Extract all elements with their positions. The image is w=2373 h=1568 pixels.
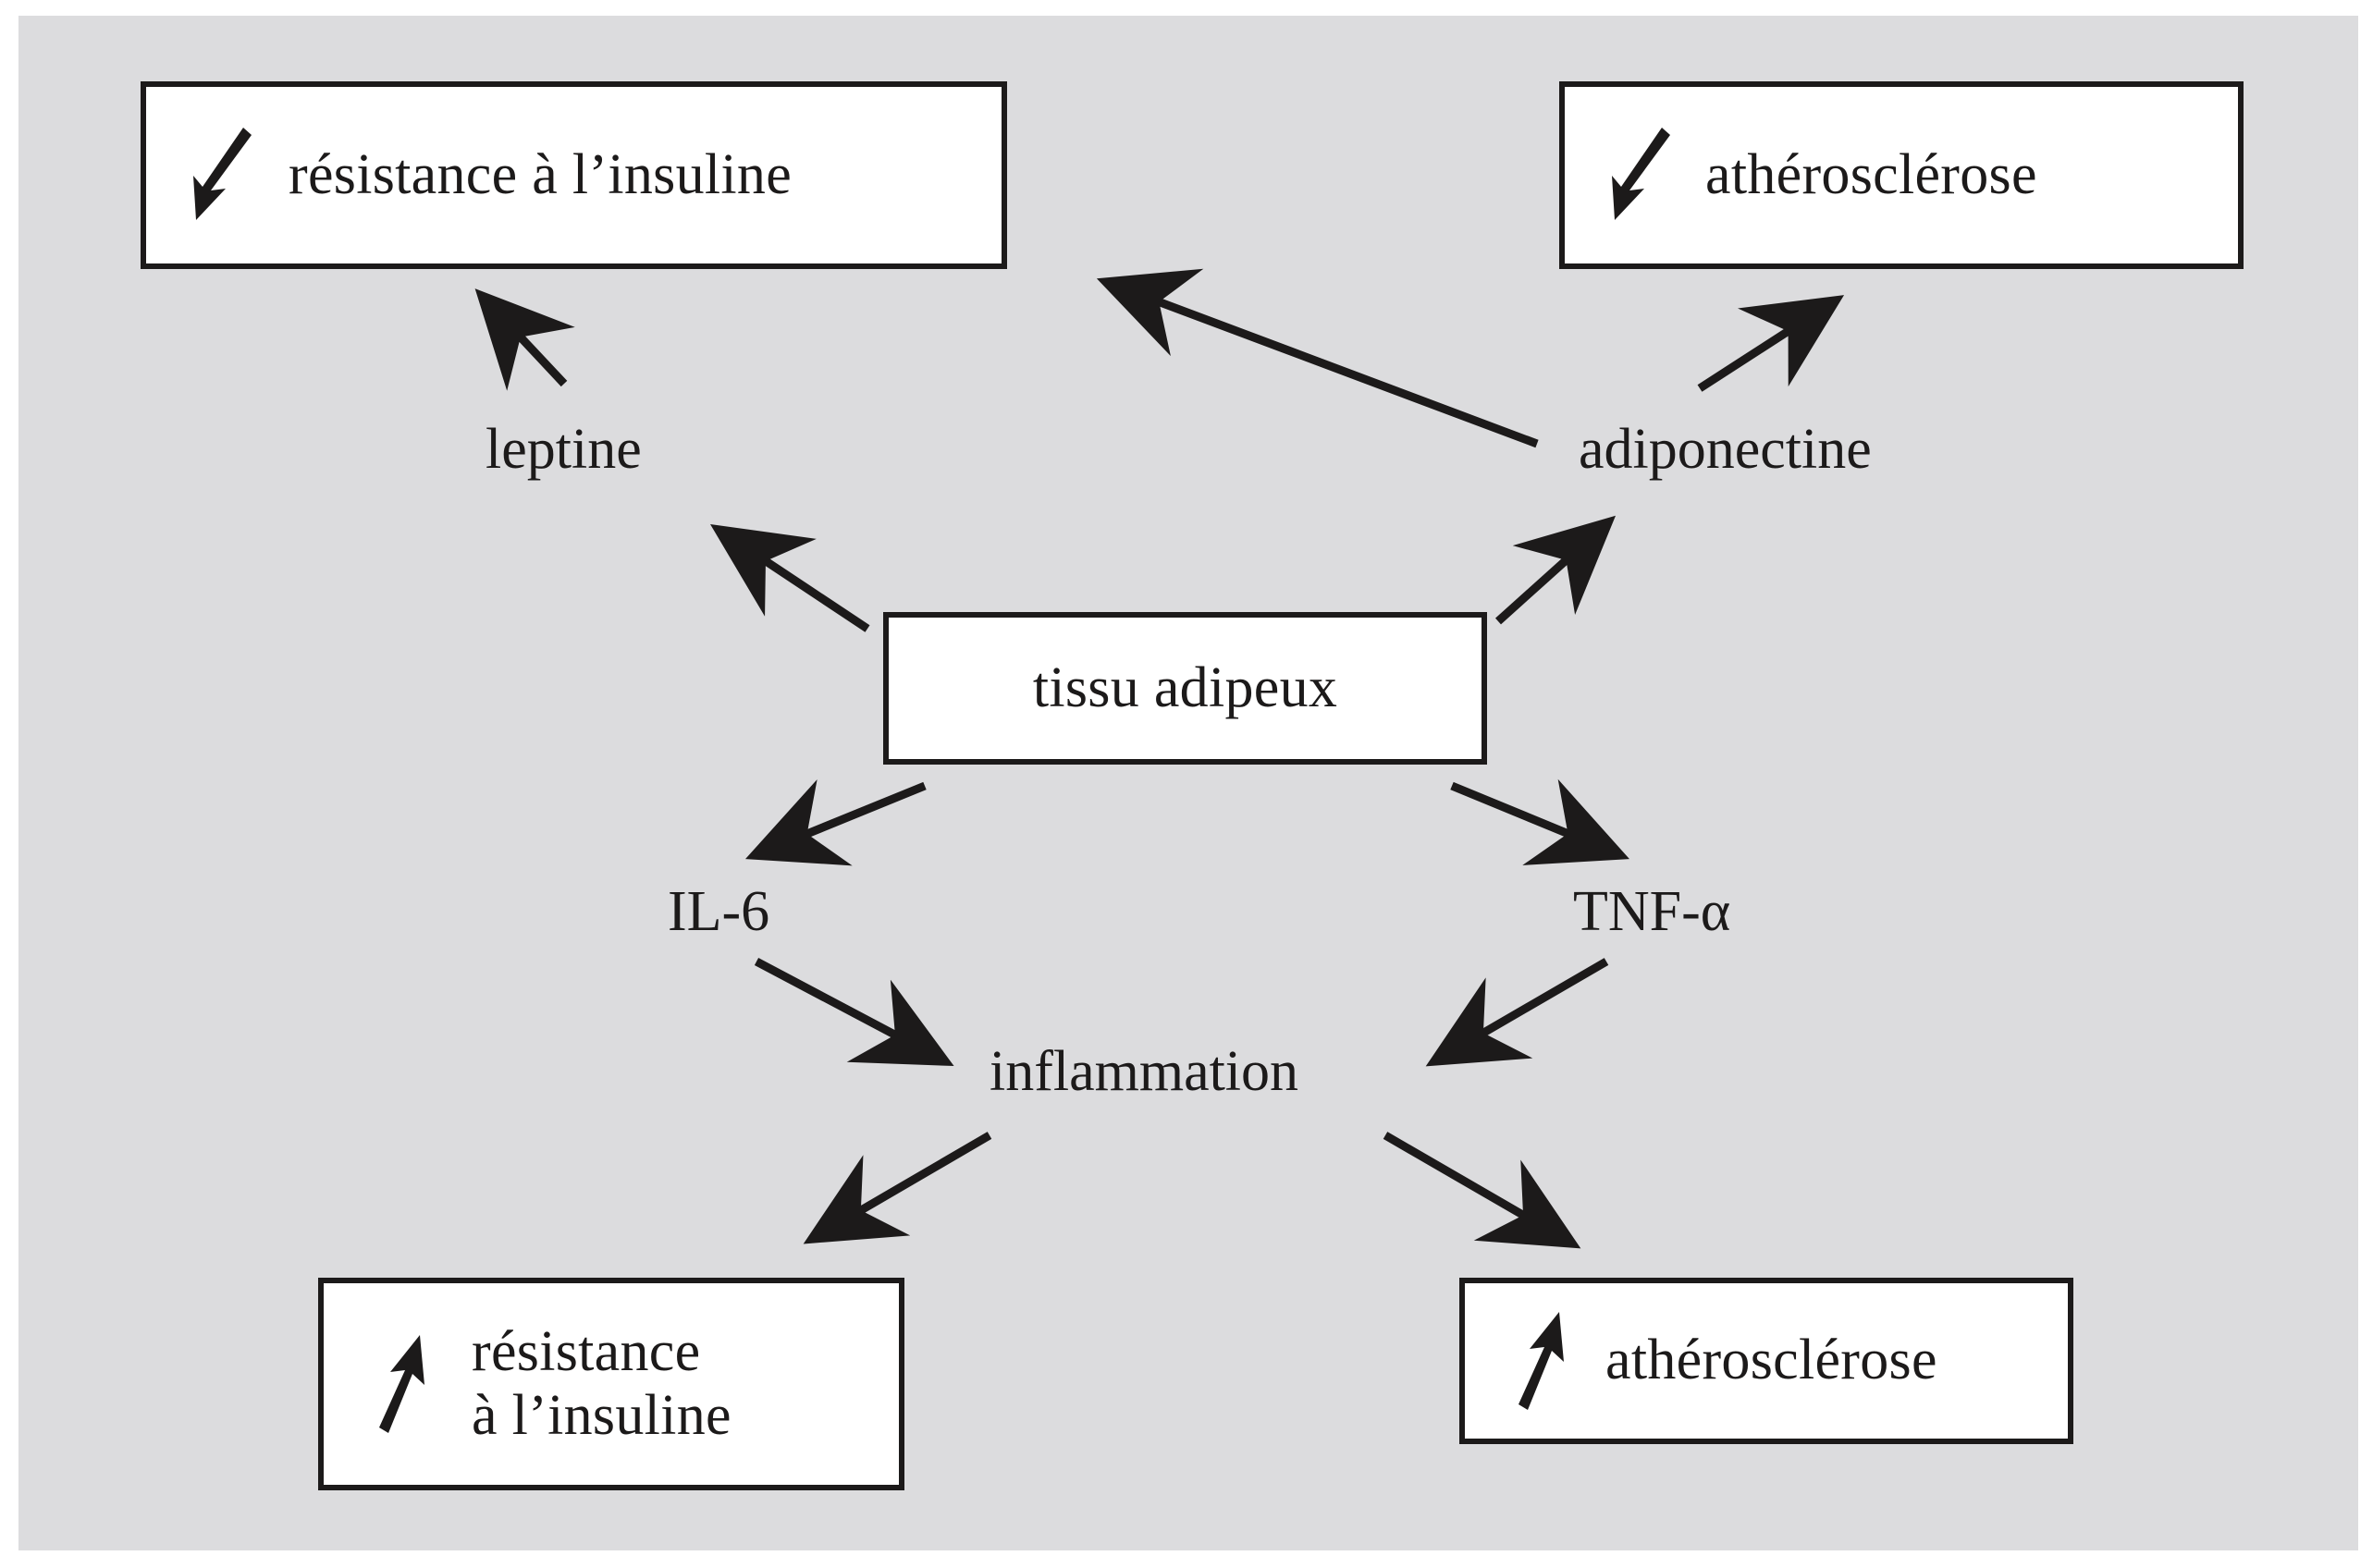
label-leptine: leptine <box>486 418 642 481</box>
edge-adipose-to-adiponectine <box>1494 515 1617 625</box>
box-label: résistance à l’insuline <box>289 142 793 206</box>
edge-inflammation-to-increase-insulin <box>803 1132 992 1244</box>
label-il6: IL-6 <box>668 880 770 943</box>
box-label: athérosclérose <box>1605 1329 1937 1392</box>
box-adipose-tissue: tissu adipeux <box>883 612 1487 765</box>
box-increase-atherosclerosis: athérosclérose <box>1459 1278 2073 1444</box>
edge-adiponectine-to-decrease-athero <box>1697 295 1845 392</box>
edge-adipose-to-il6 <box>744 778 927 866</box>
edge-tnf-to-inflammation <box>1425 958 1609 1067</box>
box-increase-insulin-resistance: résistance à l’insuline <box>318 1278 904 1490</box>
box-label: athérosclérose <box>1705 142 2037 206</box>
arrow-down-right-decrease-icon <box>193 127 252 220</box>
edge-adipose-to-leptine <box>710 524 870 632</box>
edge-il6-to-inflammation <box>754 958 954 1067</box>
box-decrease-insulin-resistance: résistance à l’insuline <box>141 81 1007 269</box>
box-content: athérosclérose <box>1565 124 2238 227</box>
box-content: résistance à l’insuline <box>146 124 1002 227</box>
arrow-down-right-decrease-icon <box>1612 127 1670 220</box>
label-tnf-alpha: TNF-α <box>1573 880 1731 943</box>
edge-adiponectine-to-decrease-insulin <box>1096 268 1539 448</box>
box-label: tissu adipeux <box>1032 655 1338 719</box>
box-decrease-atherosclerosis: athérosclérose <box>1559 81 2244 269</box>
box-content: athérosclérose <box>1465 1306 2068 1415</box>
label-adiponectine: adiponectine <box>1579 418 1872 481</box>
box-content: résistance à l’insuline <box>324 1320 899 1449</box>
arrow-up-right-increase-icon <box>379 1335 424 1433</box>
box-content: tissu adipeux <box>889 656 1482 720</box>
arrow-up-right-increase-icon <box>1518 1312 1564 1410</box>
edge-leptine-to-decrease-insulin <box>474 288 575 391</box>
label-inflammation: inflammation <box>990 1040 1299 1103</box>
box-label: résistance à l’insuline <box>472 1319 732 1447</box>
edge-inflammation-to-increase-athero <box>1383 1132 1581 1249</box>
edge-adipose-to-tnf <box>1450 778 1629 865</box>
